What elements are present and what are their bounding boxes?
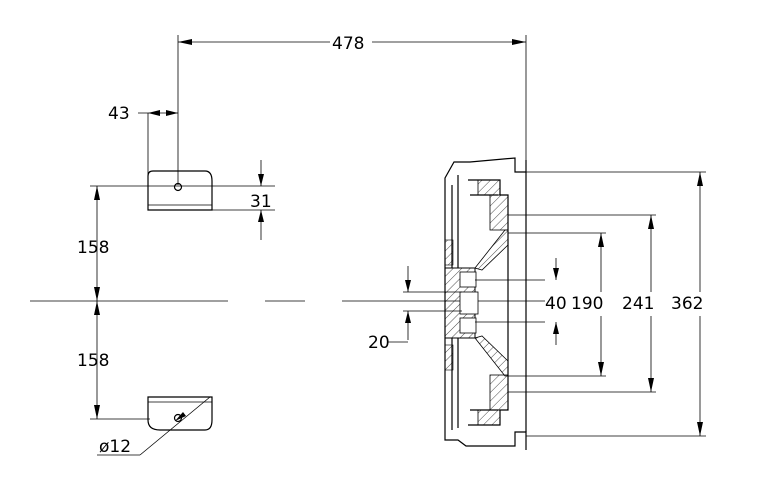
dim-label-158-upper: 158 — [77, 238, 109, 258]
dim-label-478: 478 — [332, 34, 364, 54]
upper-mount-hole — [173, 182, 183, 192]
upper-mount-bracket — [90, 170, 275, 211]
dim-label-362: 362 — [671, 294, 703, 314]
dimension-40: 40 — [545, 258, 567, 345]
dim-label-241: 241 — [622, 294, 654, 314]
dim-label-190: 190 — [571, 294, 603, 314]
dim-label-43: 43 — [108, 104, 130, 124]
lower-mount-bracket — [147, 396, 213, 431]
dim-label-40: 40 — [545, 294, 567, 314]
dimension-241: 241 — [508, 214, 656, 393]
dimension-43: 43 — [108, 104, 178, 186]
dimension-158-lower: 158 — [77, 301, 150, 420]
dimension-190: 190 — [508, 232, 606, 377]
dimension-478: 478 — [177, 34, 527, 185]
housing-section — [444, 157, 545, 450]
dimension-362: 362 — [526, 171, 706, 437]
dim-label-31: 31 — [250, 192, 272, 212]
dim-label-20: 20 — [368, 333, 390, 353]
dimension-31: 31 — [250, 160, 272, 240]
dimension-20: 20 — [368, 266, 462, 353]
dim-label-158-lower: 158 — [77, 351, 109, 371]
dimension-dia-12: ø12 — [97, 396, 211, 457]
dimension-158-upper: 158 — [77, 186, 109, 301]
dim-label-dia-12: ø12 — [99, 437, 131, 457]
